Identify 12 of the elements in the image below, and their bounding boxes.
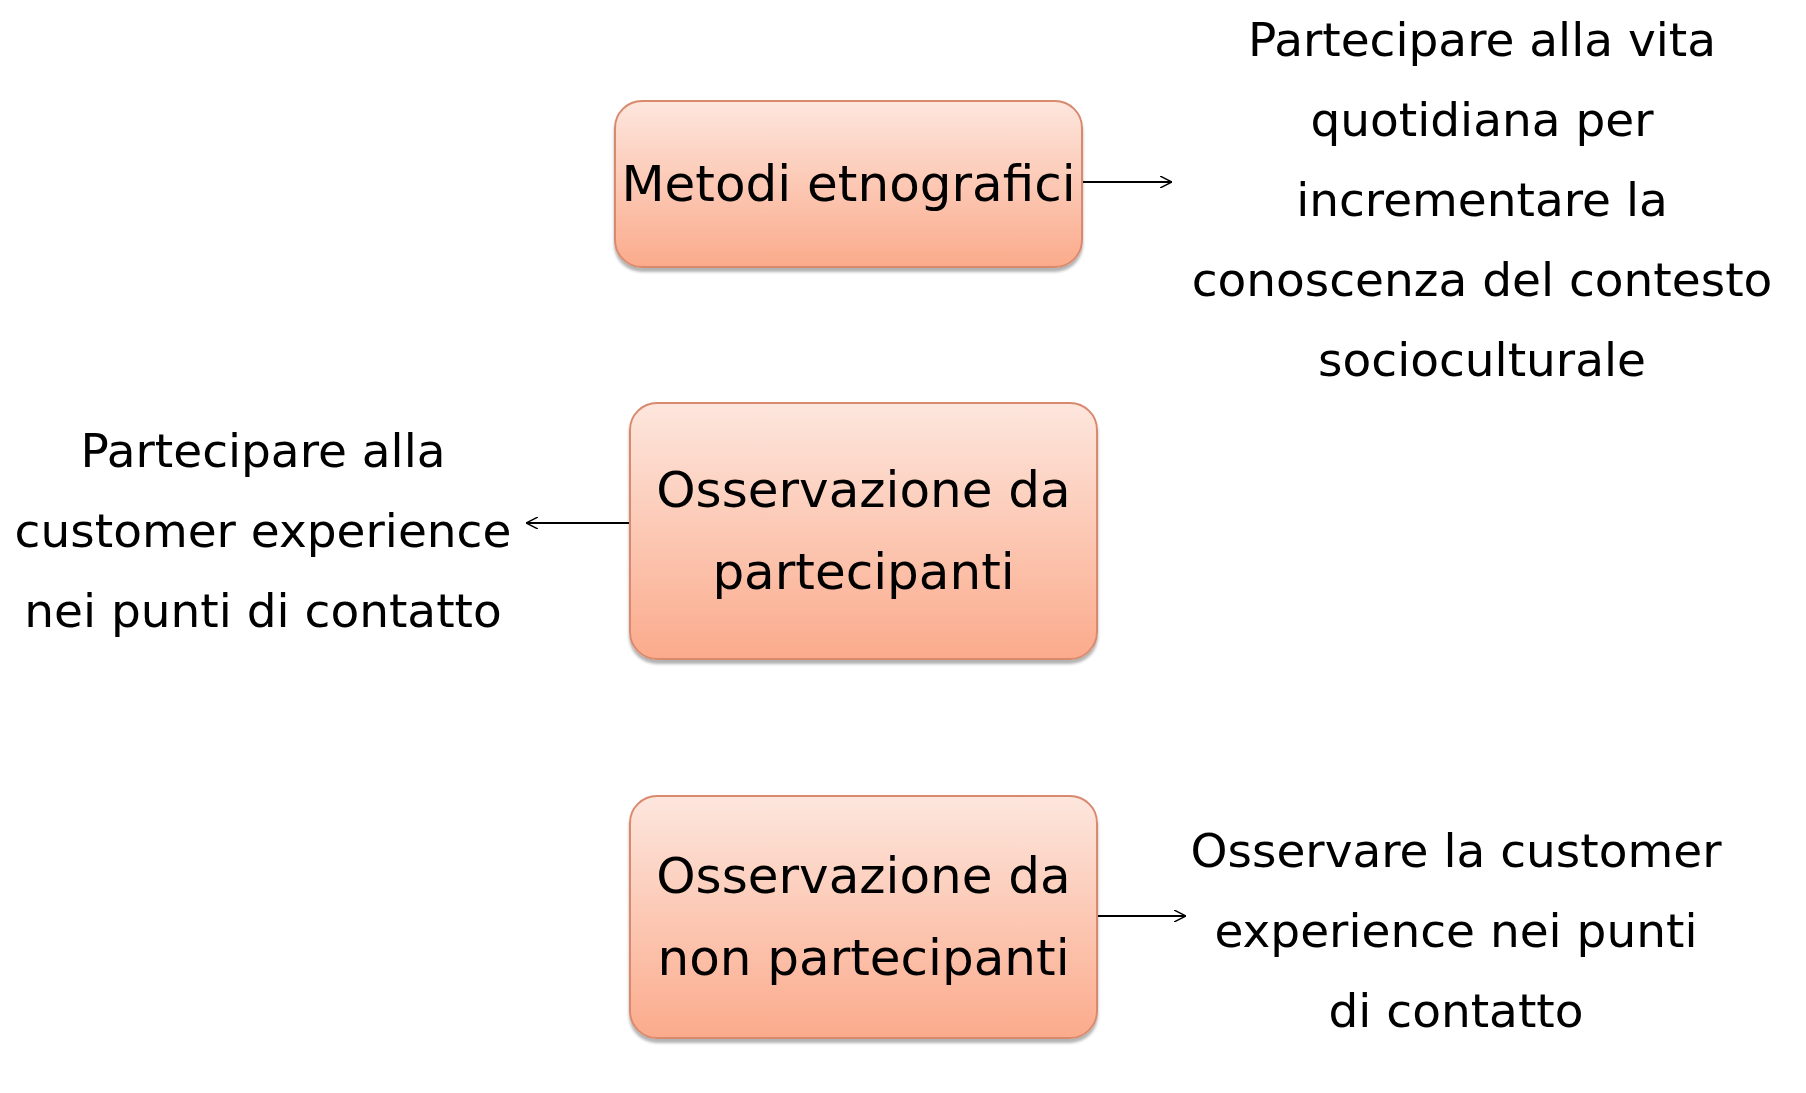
arrow <box>1097 909 1187 923</box>
description-text: Osservare la customer experience nei punti di contatto <box>1189 822 1723 1040</box>
process-box <box>614 100 1083 268</box>
process-box <box>629 795 1098 1039</box>
box-label: Osservazione da partecipanti <box>655 460 1072 603</box>
description-text: Partecipare alla customer experience nei punti di contatto <box>13 422 513 640</box>
description-text: Partecipare alla vita quotidiana per incrementare la conoscenza del contesto socioculturale <box>1190 11 1774 389</box>
process-box <box>629 402 1098 660</box>
box-label: Metodi etnografici <box>621 154 1076 215</box>
arrow <box>1082 175 1173 189</box>
box-label: Osservazione da non partecipanti <box>655 846 1072 989</box>
arrow <box>525 516 630 530</box>
